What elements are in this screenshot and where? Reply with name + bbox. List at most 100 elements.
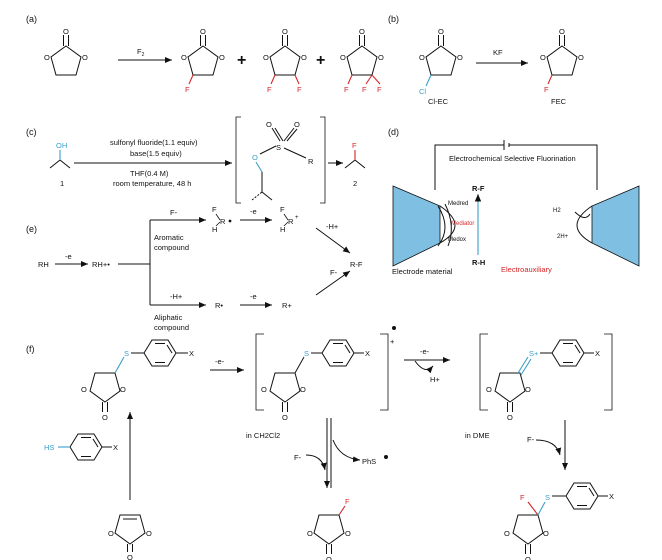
svg-text:OH: OH: [56, 141, 67, 150]
mediator-ox: Medox: [448, 237, 466, 243]
molecule-fec-f: O O O F: [307, 497, 351, 560]
mediator-label: Mediator: [451, 221, 474, 227]
molecule-ethylene-carbonate: O O O: [44, 27, 88, 76]
label-fec: FEC: [551, 97, 567, 106]
svg-text:-e: -e: [250, 292, 257, 301]
panel-label-d: (d): [388, 127, 399, 137]
svg-text:X: X: [113, 443, 118, 452]
svg-text:F: F: [544, 85, 549, 94]
svg-text:O: O: [525, 385, 531, 394]
svg-text:X: X: [189, 349, 194, 358]
svg-text:-H+: -H+: [326, 222, 339, 231]
condition-c-1: THF(0.4 M): [130, 169, 169, 178]
svg-text:O: O: [504, 529, 510, 538]
svg-text:-e: -e: [250, 207, 257, 216]
svg-text:X: X: [365, 349, 370, 358]
svg-text:-e: -e: [65, 252, 72, 261]
svg-text:O: O: [307, 529, 313, 538]
plus-1: +: [237, 52, 246, 69]
f-minus-1: F-: [294, 453, 302, 462]
svg-text:S+: S+: [529, 349, 539, 358]
svg-text:S: S: [304, 349, 309, 358]
molecule-cl-ec: O O O Cl: [419, 27, 463, 96]
svg-text:O: O: [102, 413, 108, 422]
svg-text:O: O: [345, 529, 351, 538]
svg-text:O: O: [81, 385, 87, 394]
minus-e-2: -e-: [420, 347, 430, 356]
svg-text:O: O: [282, 27, 288, 36]
svg-text:F: F: [297, 85, 302, 94]
svg-text:Aliphatic: Aliphatic: [154, 313, 183, 322]
molecule-alcohol-1: OH: [49, 141, 71, 169]
label-cl-ec: Cl-EC: [428, 97, 449, 106]
svg-text:O: O: [82, 53, 88, 62]
svg-text:Cl: Cl: [419, 87, 426, 96]
svg-text:R+: R+: [282, 301, 292, 310]
svg-text:O: O: [340, 53, 346, 62]
molecule-fec: O O O F: [181, 27, 225, 94]
svg-text:O: O: [127, 553, 133, 560]
panel-label-f: (f): [26, 344, 35, 354]
svg-text:F-: F-: [170, 208, 178, 217]
svg-text:F: F: [377, 85, 382, 94]
molecule-fluoro-thioether: O O O F S X: [504, 482, 614, 560]
minus-e-1: -e-: [215, 357, 225, 366]
electrode-right: [591, 185, 640, 267]
reagent-c-1: sulfonyl fluoride(1.1 equiv): [110, 138, 198, 147]
svg-text:S: S: [124, 349, 129, 358]
mechanism-e: RH -e RH+• F- Aromatic compound -H+ Alip…: [38, 205, 363, 332]
svg-text:X: X: [595, 349, 600, 358]
svg-text:-H+: -H+: [170, 292, 183, 301]
svg-text:O: O: [263, 53, 269, 62]
mediator-red: Medred: [448, 201, 468, 207]
panel-label-e: (e): [26, 224, 37, 234]
svg-text:O: O: [261, 385, 267, 394]
solvent-ch2cl2: in CH2Cl2: [246, 431, 280, 440]
svg-text:F: F: [345, 497, 350, 506]
f-minus-2: F-: [527, 435, 535, 444]
svg-text:O: O: [301, 53, 307, 62]
panel-label-a: (a): [26, 14, 37, 24]
svg-text:R•: R•: [215, 301, 223, 310]
condition-c-2: room temperature, 48 h: [113, 179, 191, 188]
svg-text:R-F: R-F: [350, 260, 363, 269]
plus-2: +: [316, 52, 325, 69]
electrode-left: [392, 185, 441, 267]
svg-text:O: O: [543, 529, 549, 538]
svg-text:F: F: [344, 85, 349, 94]
rf-label: R-F: [472, 184, 485, 193]
molecule-fluoride-2: F: [344, 141, 366, 169]
svg-text:O: O: [146, 529, 152, 538]
molecule-trifec: O O O F F F: [340, 27, 384, 94]
svg-text:O: O: [181, 53, 187, 62]
molecule-dfec-trans: O O O F F: [263, 27, 307, 94]
phs-radical: PhS: [362, 457, 376, 466]
reagent-c-2: base(1.5 equiv): [130, 149, 182, 158]
svg-text:O: O: [486, 385, 492, 394]
svg-text:O: O: [378, 53, 384, 62]
svg-text:R: R: [220, 217, 226, 226]
svg-text:F: F: [362, 85, 367, 94]
svg-text:O: O: [219, 53, 225, 62]
molecule-vinylene-carbonate: O O O: [108, 514, 152, 560]
svg-text:O: O: [63, 27, 69, 36]
svg-text:O: O: [525, 555, 531, 560]
solvent-dme: in DME: [465, 431, 490, 440]
svg-text:F: F: [212, 205, 217, 214]
svg-text:O: O: [540, 53, 546, 62]
svg-text:O: O: [120, 385, 126, 394]
svg-text:compound: compound: [154, 323, 189, 332]
molecule-fec-b: O O O F: [540, 27, 584, 94]
svg-text:O: O: [457, 53, 463, 62]
svg-text:O: O: [559, 27, 565, 36]
label-compound-1: 1: [60, 179, 64, 188]
2h-label: 2H+: [557, 234, 569, 240]
rh-label: R-H: [472, 258, 485, 267]
molecule-thiophenol: HS X: [44, 433, 118, 461]
svg-text:F: F: [352, 141, 357, 150]
svg-text:F: F: [520, 493, 525, 502]
title-electrochemical: Electrochemical Selective Fluorination: [449, 154, 576, 163]
svg-text:H: H: [280, 225, 285, 234]
svg-text:F-: F-: [330, 268, 338, 277]
